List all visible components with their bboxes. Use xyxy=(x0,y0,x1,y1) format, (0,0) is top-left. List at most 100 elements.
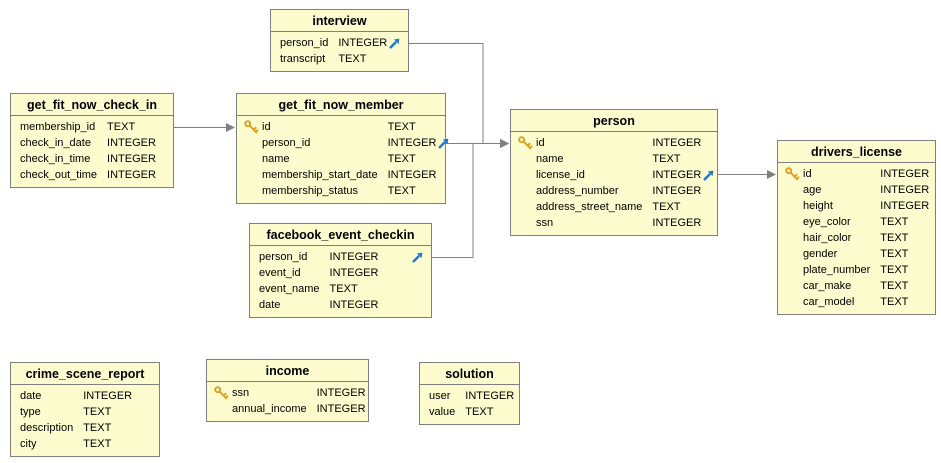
column-type: TEXT xyxy=(83,422,112,434)
column-name: user xyxy=(429,390,451,402)
column-name: membership_start_date xyxy=(262,169,378,181)
key-cell xyxy=(517,199,536,215)
key-cell xyxy=(784,230,803,246)
column-row-facebook_event_checkin-event_name: event_name TEXT xyxy=(256,281,425,297)
fk-cell xyxy=(378,297,425,313)
column-name: ssn xyxy=(536,217,554,229)
key-icon xyxy=(785,167,800,181)
fk-cell xyxy=(436,135,451,151)
key-icon xyxy=(214,386,229,400)
column-row-get_fit_now_check_in-check_in_date: check_in_date INTEGER xyxy=(17,135,167,151)
key-cell xyxy=(784,214,803,230)
column-name: id xyxy=(536,137,545,149)
column-type: INTEGER xyxy=(107,137,156,149)
column-type: TEXT xyxy=(83,438,112,450)
column-type: TEXT xyxy=(880,264,909,276)
column-row-drivers_license-car_make: car_make TEXT xyxy=(784,278,929,294)
column-row-facebook_event_checkin-person_id: person_id INTEGER xyxy=(256,249,425,265)
entity-columns: person_id INTEGER transcript TEXT xyxy=(277,35,402,67)
column-row-crime_scene_report-date: date INTEGER xyxy=(17,388,153,404)
column-type: INTEGER xyxy=(387,137,437,149)
column-row-get_fit_now_member-id: id TEXT xyxy=(243,119,451,135)
column-type: TEXT xyxy=(83,406,112,418)
entity-crime_scene_report[interactable]: crime_scene_report date INTEGER type TEX… xyxy=(10,362,160,457)
entity-columns: ssn INTEGER annual_income INTEGER xyxy=(213,385,366,417)
column-name: id xyxy=(803,168,812,180)
column-type: INTEGER xyxy=(465,390,515,402)
column-name: name xyxy=(536,153,564,165)
column-type: TEXT xyxy=(387,185,416,197)
entity-facebook_event_checkin[interactable]: facebook_event_checkin person_id INTEGER… xyxy=(249,223,432,318)
entity-income[interactable]: income ssn INTEGER annual_income INTEGER xyxy=(206,359,369,422)
entity-body: id INTEGER name TEXT license_id INTEGER … xyxy=(511,132,717,235)
column-name: annual_income xyxy=(232,403,307,415)
column-type: INTEGER xyxy=(652,169,702,181)
column-row-person-address_street_name: address_street_name TEXT xyxy=(517,199,716,215)
column-name: membership_status xyxy=(262,185,358,197)
key-cell xyxy=(784,166,803,182)
column-row-income-annual_income: annual_income INTEGER xyxy=(213,401,366,417)
relationship-arrowhead xyxy=(226,123,235,132)
key-cell xyxy=(784,262,803,278)
column-row-crime_scene_report-description: description TEXT xyxy=(17,420,153,436)
column-row-facebook_event_checkin-date: date INTEGER xyxy=(256,297,425,313)
fk-cell xyxy=(387,51,402,67)
key-cell xyxy=(213,385,232,401)
column-type: INTEGER xyxy=(329,267,379,279)
column-row-person-license_id: license_id INTEGER xyxy=(517,167,716,183)
column-row-interview-person_id: person_id INTEGER xyxy=(277,35,402,51)
column-type: TEXT xyxy=(329,283,358,295)
column-type: TEXT xyxy=(465,406,494,418)
fk-cell xyxy=(436,151,451,167)
fk-cell xyxy=(378,281,425,297)
key-cell xyxy=(213,401,232,417)
key-icon xyxy=(518,136,533,150)
column-row-person-ssn: ssn INTEGER xyxy=(517,215,716,231)
column-type: INTEGER xyxy=(880,184,930,196)
entity-interview[interactable]: interview person_id INTEGER transcript T… xyxy=(270,9,409,72)
entity-get_fit_now_member[interactable]: get_fit_now_member id TEXT person_id INT… xyxy=(236,93,449,204)
column-name: name xyxy=(262,153,290,165)
fk-cell xyxy=(156,135,167,151)
column-type: INTEGER xyxy=(107,169,156,181)
column-type: INTEGER xyxy=(329,299,379,311)
column-type: TEXT xyxy=(107,121,136,133)
column-type: INTEGER xyxy=(338,37,388,49)
entity-body: membership_id TEXT check_in_date INTEGER… xyxy=(11,116,173,187)
column-name: eye_color xyxy=(803,216,851,228)
key-cell xyxy=(784,294,803,310)
column-row-interview-transcript: transcript TEXT xyxy=(277,51,402,67)
fk-cell xyxy=(701,167,716,183)
entity-person[interactable]: person id INTEGER name TEXT license_id I… xyxy=(510,109,718,236)
entity-title: interview xyxy=(271,10,408,32)
key-cell xyxy=(517,167,536,183)
entity-columns: person_id INTEGER event_id INTEGER event… xyxy=(256,249,425,313)
column-name: membership_id xyxy=(20,121,96,133)
entity-title: drivers_license xyxy=(778,141,935,163)
entity-title: facebook_event_checkin xyxy=(250,224,431,246)
key-cell xyxy=(517,215,536,231)
key-cell xyxy=(243,151,262,167)
column-type: INTEGER xyxy=(652,217,702,229)
entity-drivers_license[interactable]: drivers_license id INTEGER age INTEGER h… xyxy=(777,140,936,315)
column-name: date xyxy=(259,299,281,311)
fk-cell xyxy=(132,436,153,452)
key-cell xyxy=(243,119,262,135)
fk-cell xyxy=(436,119,451,135)
fk-cell xyxy=(436,183,451,199)
entity-columns: id TEXT person_id INTEGER name TEXT memb… xyxy=(243,119,451,199)
column-type: TEXT xyxy=(387,121,416,133)
column-name: address_number xyxy=(536,185,619,197)
column-type: INTEGER xyxy=(387,169,437,181)
column-row-get_fit_now_check_in-check_out_time: check_out_time INTEGER xyxy=(17,167,167,183)
column-name: hair_color xyxy=(803,232,852,244)
relationship-arrowhead xyxy=(500,139,509,148)
entity-solution[interactable]: solution user INTEGER value TEXT xyxy=(419,362,520,425)
column-type: INTEGER xyxy=(316,403,366,415)
column-name: value xyxy=(429,406,456,418)
entity-get_fit_now_check_in[interactable]: get_fit_now_check_in membership_id TEXT … xyxy=(10,93,174,188)
column-type: INTEGER xyxy=(880,200,930,212)
column-name: type xyxy=(20,406,41,418)
arrow-up-right-icon xyxy=(438,138,449,149)
column-row-facebook_event_checkin-event_id: event_id INTEGER xyxy=(256,265,425,281)
